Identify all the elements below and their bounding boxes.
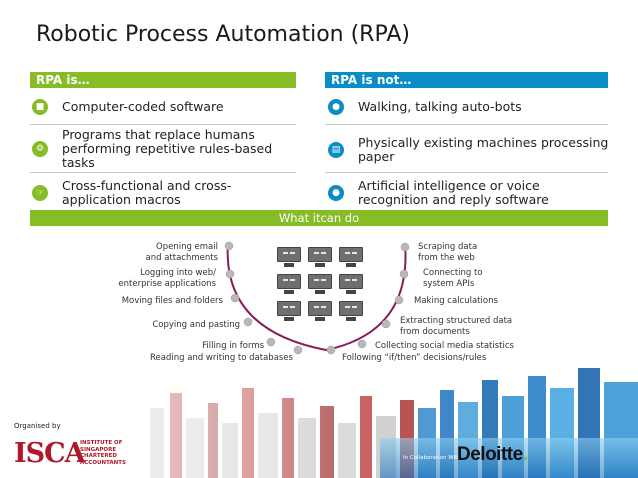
- robot-computers-grid: [277, 247, 363, 322]
- what-it-can-do-banner: What itcan do: [30, 210, 608, 226]
- rpa-is-not-item-label: Artificial intelligence or voice recogni…: [358, 178, 549, 207]
- arc-dot: [357, 339, 367, 349]
- rpa-is-not-item-3: ● Artificial intelligence or voice recog…: [328, 178, 610, 208]
- capability-right-3: Making calculations: [414, 296, 498, 306]
- arc-dot: [326, 345, 336, 355]
- robot-computer-icon: [339, 274, 363, 295]
- divider: [30, 124, 296, 125]
- robot-computer-icon: [277, 301, 301, 322]
- capability-right-4: Extracting structured data from document…: [400, 316, 513, 337]
- capability-left-2: Logging into web/ enterprise application…: [118, 268, 216, 289]
- arc-dot: [225, 269, 235, 279]
- rpa-is-not-item-2: ▤ Physically existing machines processin…: [328, 134, 610, 166]
- capability-left-6: Reading and writing to databases: [150, 353, 293, 363]
- rpa-is-item-3: ☞ Cross-functional and cross-application…: [32, 178, 294, 208]
- pointer-hand-icon: ☞: [32, 185, 48, 201]
- arc-dot: [266, 337, 276, 347]
- computer-icon: ■: [32, 99, 48, 115]
- capability-left-4: Copying and pasting: [152, 320, 240, 330]
- arc-dot: [230, 293, 240, 303]
- page-title: Robotic Process Automation (RPA): [36, 22, 410, 47]
- rpa-is-item-label: Computer-coded software: [62, 99, 224, 114]
- rpa-is-not-heading: RPA is not…: [325, 72, 608, 88]
- robot-computer-icon: [277, 274, 301, 295]
- robot-computer-icon: [277, 247, 301, 268]
- chat-icon: ●: [328, 185, 344, 201]
- capability-right-5: Collecting social media statistics: [375, 341, 514, 351]
- robot-computer-icon: [339, 247, 363, 268]
- organised-by-label: Organised by: [14, 422, 61, 430]
- isca-logo: ISCA: [14, 438, 86, 469]
- capability-right-2: Connecting to system APIs: [423, 268, 483, 289]
- divider: [325, 124, 608, 125]
- capability-right-1: Scraping data from the web: [418, 242, 478, 263]
- divider: [325, 172, 608, 173]
- rpa-is-not-item-1: ● Walking, talking auto-bots: [328, 96, 610, 118]
- rpa-is-item-label: Cross-functional and cross-application m…: [62, 178, 232, 207]
- city-skyline-image: [0, 368, 638, 478]
- arc-dot: [381, 319, 391, 329]
- printer-icon: ▤: [328, 142, 344, 158]
- capability-left-3: Moving files and folders: [121, 296, 223, 306]
- rpa-is-item-label: Programs that replace humans performing …: [62, 127, 273, 170]
- arc-dot: [399, 269, 409, 279]
- gears-icon: ⚙: [32, 141, 48, 157]
- rpa-is-not-item-label: Walking, talking auto-bots: [358, 99, 522, 114]
- robot-computer-icon: [339, 301, 363, 322]
- isca-full-name: INSTITUTE OF SINGAPORE CHARTERED ACCOUNT…: [80, 440, 126, 466]
- collaboration-label: In Collaboration With: [403, 455, 461, 461]
- divider: [30, 172, 296, 173]
- rpa-is-heading: RPA is…: [30, 72, 296, 88]
- arc-dot: [293, 345, 303, 355]
- rpa-is-item-2: ⚙ Programs that replace humans performin…: [32, 128, 294, 170]
- rpa-is-not-item-label: Physically existing machines processing …: [358, 135, 609, 164]
- deloitte-logo: Deloitte.: [457, 444, 528, 465]
- arc-dot: [224, 241, 234, 251]
- arc-dot: [243, 317, 253, 327]
- arc-dot: [400, 242, 410, 252]
- robot-computer-icon: [308, 301, 332, 322]
- capability-right-6: Following “if/then” decisions/rules: [342, 353, 487, 363]
- arc-dot: [394, 295, 404, 305]
- robot-computer-icon: [308, 274, 332, 295]
- capability-left-1: Opening email and attachments: [145, 242, 219, 263]
- capability-left-5: Filling in forms: [202, 341, 264, 351]
- rpa-is-item-1: ■ Computer-coded software: [32, 96, 294, 118]
- speech-icon: ●: [328, 99, 344, 115]
- robot-computer-icon: [308, 247, 332, 268]
